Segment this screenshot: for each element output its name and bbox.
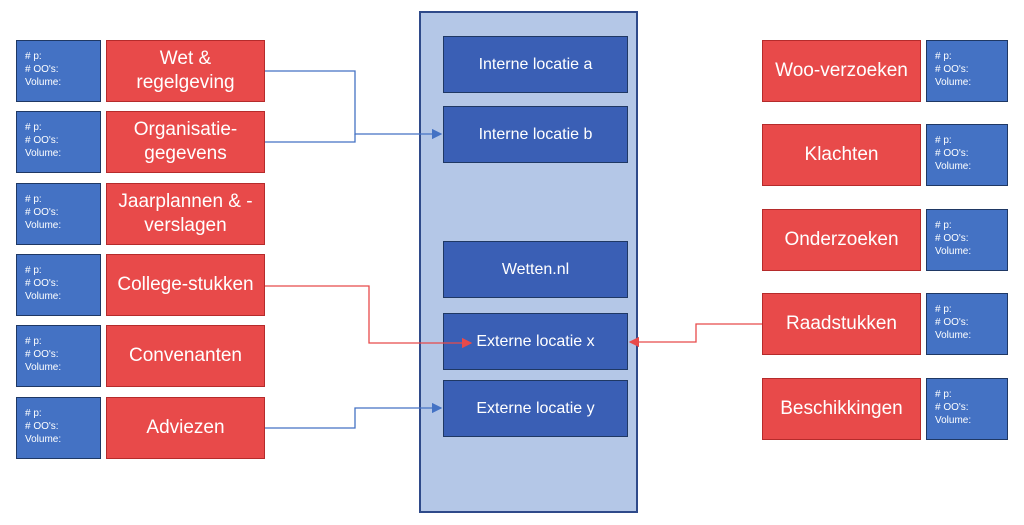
location-externe-y: Externe locatie y (443, 380, 628, 437)
connector-adviezen-to-externe-y (265, 402, 443, 429)
info-p-label: # p: (25, 265, 42, 276)
category-woo-verzoeken: Woo-verzoeken (762, 40, 921, 102)
info-volume-label: Volume: (25, 148, 62, 159)
right-info-box-2: # p: # OO's: Volume: (926, 124, 1008, 186)
category-jaarplannen-verslagen: Jaarplannen & - verslagen (106, 183, 265, 245)
info-oo-label: # OO's: (25, 135, 59, 146)
right-info-box-5: # p: # OO's: Volume: (926, 378, 1008, 440)
connector-organisatie-to-interne-b (265, 134, 356, 143)
location-label: Interne locatie a (478, 55, 593, 73)
location-label: Interne locatie b (478, 125, 593, 143)
info-volume-label: Volume: (935, 77, 972, 88)
location-label: Externe locatie x (476, 332, 595, 350)
location-externe-x: Externe locatie x (443, 313, 628, 370)
location-wetten-nl: Wetten.nl (443, 241, 628, 298)
info-volume-label: Volume: (25, 362, 62, 373)
info-volume-label: Volume: (935, 415, 972, 426)
category-wet-regelgeving: Wet & regelgeving (106, 40, 265, 102)
connector-wet-to-interne-b (265, 70, 443, 140)
category-label-line: verslagen (144, 215, 227, 236)
category-klachten: Klachten (762, 124, 921, 186)
left-info-box-5: # p: # OO's: Volume: (16, 325, 101, 387)
info-oo-label: # OO's: (25, 207, 59, 218)
info-oo-label: # OO's: (935, 317, 969, 328)
info-oo-label: # OO's: (25, 278, 59, 289)
category-convenanten: Convenanten (106, 325, 265, 387)
info-p-label: # p: (25, 408, 42, 419)
info-oo-label: # OO's: (935, 402, 969, 413)
category-label: Klachten (804, 144, 879, 165)
info-oo-label: # OO's: (935, 233, 969, 244)
category-beschikkingen: Beschikkingen (762, 378, 921, 440)
info-p-label: # p: (25, 194, 42, 205)
right-info-box-4: # p: # OO's: Volume: (926, 293, 1008, 355)
category-label: Woo-verzoeken (775, 60, 908, 81)
info-p-label: # p: (25, 336, 42, 347)
category-label-line: Adviezen (146, 417, 225, 438)
left-info-box-2: # p: # OO's: Volume: (16, 111, 101, 173)
info-oo-label: # OO's: (935, 64, 969, 75)
info-p-label: # p: (935, 389, 952, 400)
category-label-line: gegevens (144, 143, 227, 164)
info-p-label: # p: (25, 51, 42, 62)
info-volume-label: Volume: (25, 291, 62, 302)
category-college-stukken: College-stukken (106, 254, 265, 316)
info-volume-label: Volume: (935, 330, 972, 341)
category-label-line: College-stukken (117, 274, 254, 295)
location-interne-b: Interne locatie b (443, 106, 628, 163)
connector-raadstukken-to-externe-x (628, 323, 762, 348)
location-label: Externe locatie y (476, 399, 595, 417)
category-organisatiegegevens: Organisatie- gegevens (106, 111, 265, 173)
left-info-box-6: # p: # OO's: Volume: (16, 397, 101, 459)
category-label-line: Convenanten (128, 345, 243, 366)
category-raadstukken: Raadstukken (762, 293, 921, 355)
category-label: Raadstukken (786, 313, 897, 334)
location-interne-a: Interne locatie a (443, 36, 628, 93)
info-volume-label: Volume: (935, 161, 972, 172)
category-label: Onderzoeken (784, 229, 899, 250)
category-label-line: Organisatie- (133, 119, 238, 140)
location-label: Wetten.nl (501, 260, 570, 278)
category-label-line: Jaarplannen & - (118, 191, 253, 212)
info-p-label: # p: (935, 51, 952, 62)
category-label-line: regelgeving (136, 72, 235, 93)
info-p-label: # p: (935, 304, 952, 315)
info-volume-label: Volume: (935, 246, 972, 257)
info-oo-label: # OO's: (25, 349, 59, 360)
info-volume-label: Volume: (25, 434, 62, 445)
category-onderzoeken: Onderzoeken (762, 209, 921, 271)
info-p-label: # p: (25, 122, 42, 133)
connector-college-to-externe-x (265, 285, 473, 349)
left-info-box-1: # p: # OO's: Volume: (16, 40, 101, 102)
info-p-label: # p: (935, 220, 952, 231)
category-adviezen: Adviezen (106, 397, 265, 459)
left-info-box-3: # p: # OO's: Volume: (16, 183, 101, 245)
category-label-line: Wet & (159, 48, 212, 69)
info-oo-label: # OO's: (935, 148, 969, 159)
info-oo-label: # OO's: (25, 64, 59, 75)
info-p-label: # p: (935, 135, 952, 146)
info-volume-label: Volume: (25, 220, 62, 231)
info-oo-label: # OO's: (25, 421, 59, 432)
info-volume-label: Volume: (25, 77, 62, 88)
right-info-box-3: # p: # OO's: Volume: (926, 209, 1008, 271)
right-info-box-1: # p: # OO's: Volume: (926, 40, 1008, 102)
left-info-box-4: # p: # OO's: Volume: (16, 254, 101, 316)
category-label: Beschikkingen (780, 398, 903, 419)
